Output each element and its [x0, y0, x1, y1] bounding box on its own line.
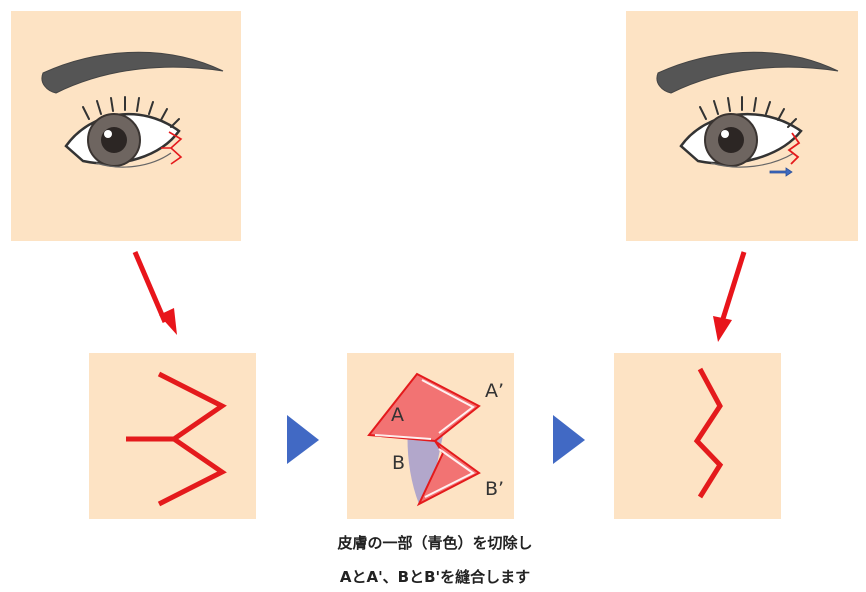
incision-mark [161, 131, 183, 165]
label-b-prime: B’ [485, 478, 504, 500]
sutured-incision [787, 132, 801, 165]
eye-highlight [721, 130, 729, 138]
eyelashes [82, 96, 180, 128]
pupil [718, 127, 744, 153]
caption-line-2: AとA'、BとB'を縫合します [339, 568, 531, 586]
flap-a [367, 372, 481, 443]
flap-transposition-panel: A A’ B B’ [347, 353, 514, 519]
eye-after-panel [626, 11, 858, 241]
lower-lash-line [95, 152, 172, 168]
step-arrow-icon [553, 415, 585, 464]
sutured-result-panel [614, 353, 781, 519]
eye-after-illustration [656, 51, 839, 177]
pupil [101, 127, 127, 153]
label-a-prime: A’ [485, 380, 504, 402]
incision-design-panel [89, 353, 256, 519]
flap-highlight [374, 379, 475, 498]
caption-line-1: 皮膚の一部（青色）を切除し [337, 534, 533, 552]
sutured-result-diagram [693, 367, 724, 499]
eyebrow [41, 51, 224, 94]
incision-design-diagram [126, 371, 227, 507]
label-a: A [391, 404, 404, 426]
eyebrow [656, 51, 839, 94]
shift-arrow-icon [769, 167, 793, 177]
lower-lash-line [710, 152, 795, 168]
eyelashes [699, 96, 797, 128]
eye-before-illustration [41, 51, 224, 168]
eye-highlight [104, 130, 112, 138]
down-arrow-icon [713, 251, 747, 342]
sutured-z-line [693, 367, 724, 499]
step-arrow-icon [287, 415, 319, 464]
eye-before-panel [11, 11, 241, 241]
flap-transposition-diagram: A A’ B B’ [367, 372, 504, 507]
label-b: B [392, 452, 405, 474]
down-arrow-icon [132, 251, 177, 335]
